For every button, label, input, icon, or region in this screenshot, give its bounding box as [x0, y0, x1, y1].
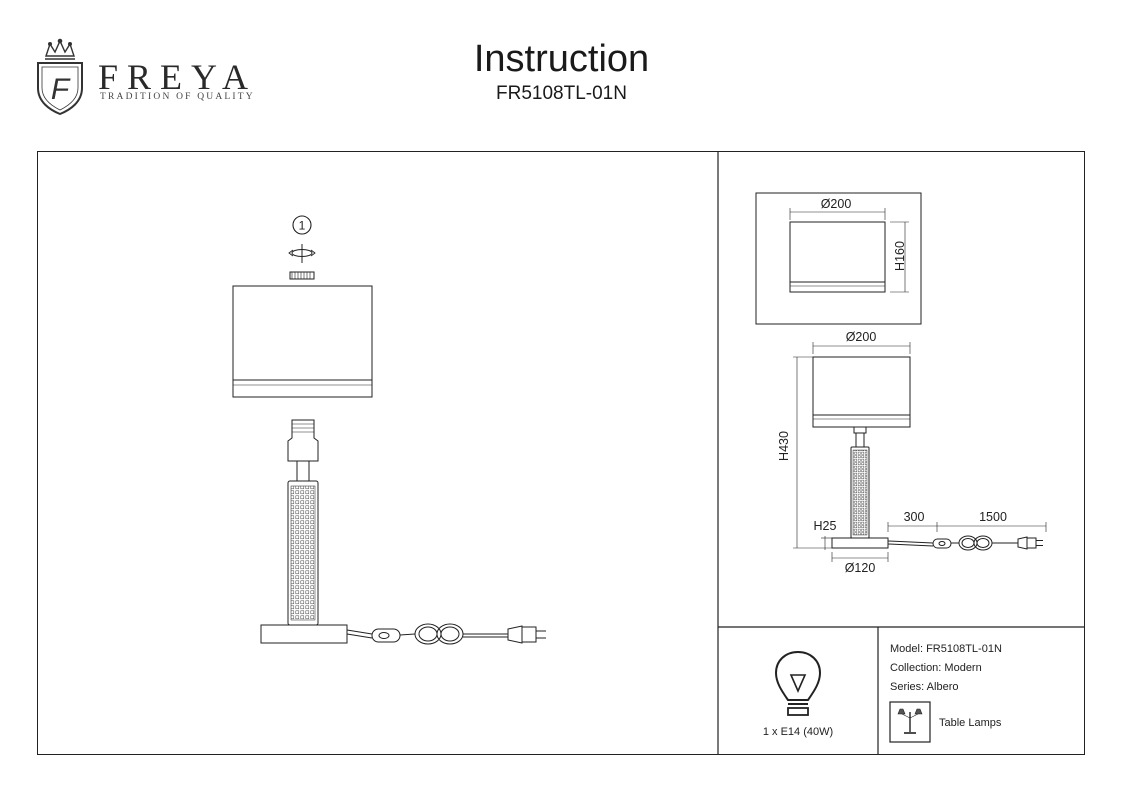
brand-name: FREYA [98, 57, 258, 97]
lamp-dimension-view [793, 342, 1047, 562]
lamp-shade [232, 285, 373, 398]
dim-shade-height: H160 [893, 241, 907, 271]
table-lamp-icon [889, 701, 931, 743]
dim-shade-diameter: Ø200 [846, 330, 877, 344]
assembly-diagram: 1 [232, 215, 546, 645]
crown-icon [45, 38, 75, 60]
document-title: Instruction [473, 38, 650, 80]
lamp-base [260, 624, 348, 644]
power-plug [507, 625, 546, 644]
step-number: 1 [299, 219, 306, 233]
shield-icon [37, 62, 83, 116]
brand-tagline: TRADITION OF QUALITY [100, 92, 255, 102]
info-category: Table Lamps [939, 717, 1002, 729]
light-bulb-icon [774, 650, 822, 716]
info-model: Model: FR5108TL-01N [890, 643, 1002, 655]
shade-dimension-view [755, 192, 922, 325]
info-collection: Collection: Modern [890, 662, 982, 674]
document-model-code: FR5108TL-01N [496, 83, 627, 104]
dim-cord-length-2: 1500 [979, 510, 1007, 524]
brand-logo-crest: F [37, 38, 83, 116]
dim-base-diameter: Ø120 [845, 561, 876, 575]
info-series: Series: Albero [890, 681, 958, 693]
drawing-frame [37, 151, 1085, 755]
power-cord [346, 623, 508, 645]
dim-base-height: H25 [814, 519, 837, 533]
bulb-spec: 1 x E14 (40W) [763, 726, 833, 738]
brand-monogram: F [51, 73, 71, 106]
dim-shade-diameter-top: Ø200 [821, 197, 852, 211]
dim-cord-length-1: 300 [904, 510, 925, 524]
dim-total-height: H430 [777, 431, 791, 461]
lamp-column [287, 480, 319, 626]
rotate-nut-icon [288, 244, 316, 263]
finial-ring [289, 271, 315, 280]
step-badge: 1 [292, 215, 312, 235]
lamp-socket [287, 419, 319, 482]
